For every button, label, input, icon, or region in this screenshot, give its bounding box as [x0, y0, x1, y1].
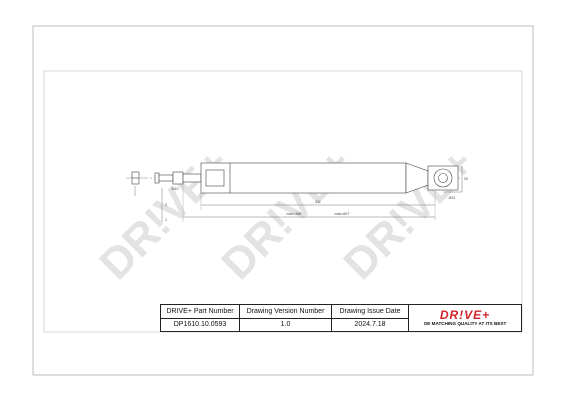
logo-wordmark: DR!VE+	[439, 308, 491, 322]
dimension-labels: 311 max=386 max=607 Ø12 20 3 M10 1	[165, 177, 468, 222]
outer-frame	[32, 25, 534, 376]
title-block: DRIVE+ Part Number DP1610.10.0593 Drawin…	[160, 304, 522, 332]
bushing	[172, 171, 184, 185]
piston-rod	[182, 173, 202, 183]
watermark-right: DR!VE+	[334, 139, 484, 289]
drive-logo: DR!VE+ OE MATCHING QUALITY AT ITS BEST	[409, 305, 521, 331]
dim-eye-width: 20	[464, 177, 468, 181]
dim-eye-diameter: Ø12	[449, 196, 456, 200]
part-number-value: DP1610.10.0593	[173, 321, 227, 329]
version-value: 1.0	[280, 321, 291, 329]
eye-bush	[433, 168, 453, 188]
issue-date-value: 2024.7.18	[354, 321, 386, 329]
inner-frame	[43, 70, 523, 333]
issue-date-header: Drawing Issue Date	[332, 305, 408, 319]
dim-overall: 311	[315, 200, 321, 204]
dim-rod-length: 3	[165, 203, 167, 207]
issue-date-column: Drawing Issue Date 2024.7.18	[332, 305, 409, 331]
version-header: Drawing Version Number	[240, 305, 331, 319]
main-cylinder	[200, 162, 407, 194]
dim-length-b: max=607	[335, 212, 350, 216]
watermark-left: DR!VE+	[90, 139, 240, 289]
dim-length-a: max=386	[287, 212, 302, 216]
dim-offset: 1	[165, 218, 167, 222]
dim-thread: M10	[172, 187, 179, 191]
part-number-column: DRIVE+ Part Number DP1610.10.0593	[161, 305, 240, 331]
logo-tagline: OE MATCHING QUALITY AT ITS BEST	[423, 321, 507, 326]
dust-cap	[205, 169, 225, 187]
eye-bore	[438, 173, 448, 183]
thread-stud	[158, 174, 174, 182]
logo-column: DR!VE+ OE MATCHING QUALITY AT ITS BEST	[409, 305, 521, 331]
part-number-header: DRIVE+ Part Number	[161, 305, 239, 319]
version-column: Drawing Version Number 1.0	[240, 305, 332, 331]
shock-absorber-drawing	[126, 162, 463, 222]
washer	[154, 172, 160, 184]
